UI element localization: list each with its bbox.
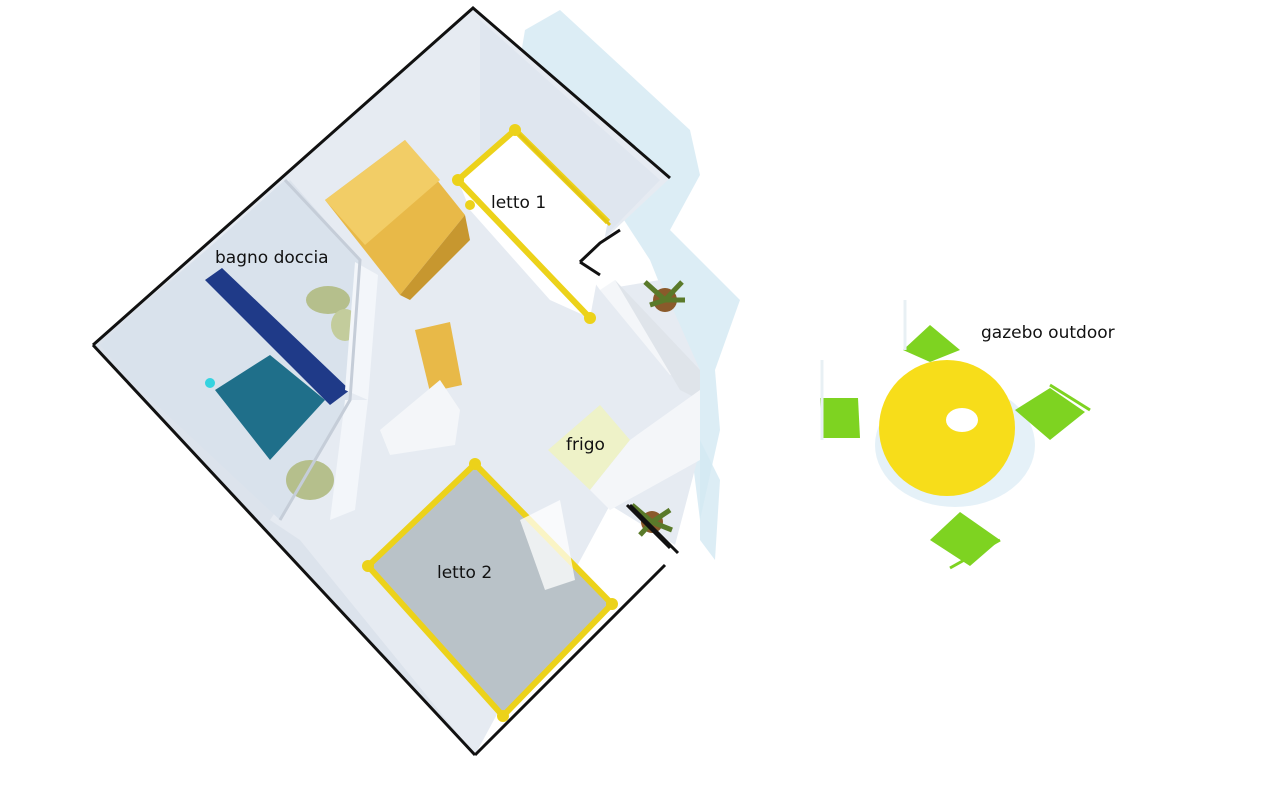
room-label-bathroom: bagno doccia: [215, 248, 329, 268]
table-centerpiece: [946, 408, 978, 432]
chair-icon: [903, 300, 960, 362]
cabinet: [415, 322, 462, 392]
bed-2: [362, 458, 618, 722]
inner-walls: [278, 178, 362, 521]
room-label-bed-2: letto 2: [437, 563, 493, 583]
entrance-block: [380, 280, 700, 455]
chair-icon: [820, 360, 860, 440]
shower-icon: [205, 378, 215, 388]
room-label-fridge: frigo: [566, 435, 605, 455]
bed-1: [452, 124, 612, 324]
gazebo-table: [879, 360, 1015, 496]
chair-icon: [1015, 383, 1091, 440]
plant-icon: [630, 503, 673, 537]
plant-icon: [643, 280, 685, 312]
toilet-icon: [306, 286, 350, 314]
wardrobe: [325, 140, 470, 300]
room-label-bed-1: letto 1: [491, 193, 547, 213]
fridge: [548, 405, 630, 490]
gazebo: [820, 300, 1091, 570]
chair-icon: [930, 512, 1001, 570]
room-label-gazebo: gazebo outdoor: [981, 323, 1115, 343]
walls: [91, 6, 680, 757]
